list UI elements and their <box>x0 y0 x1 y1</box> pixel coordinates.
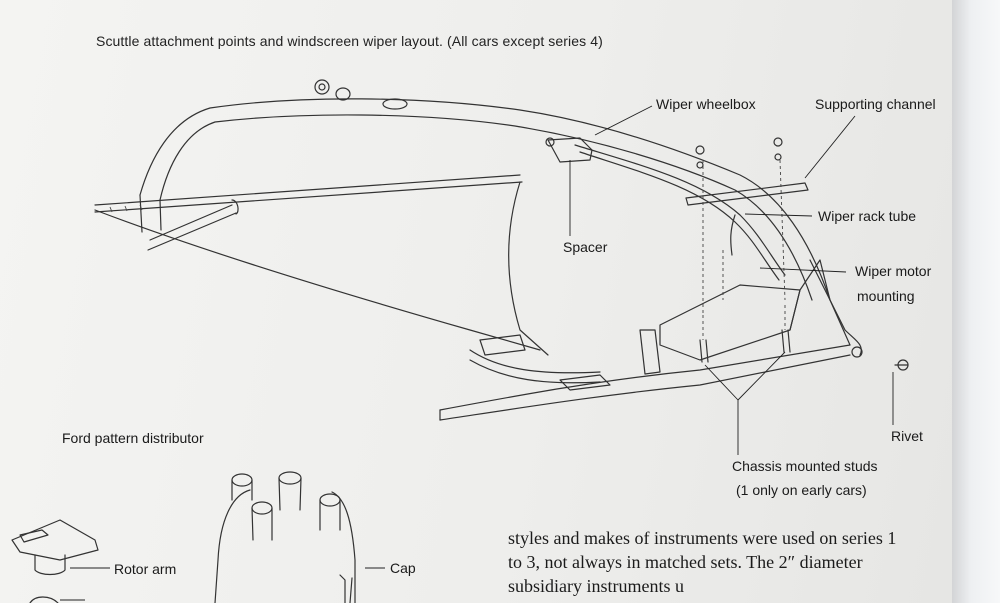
wiper-wheelbox <box>547 137 593 163</box>
support-rod <box>147 199 239 251</box>
scuttle-left-edge <box>139 194 162 233</box>
label-cap: Cap <box>390 560 416 576</box>
washer <box>335 87 351 101</box>
body-paragraph: styles and makes of instruments were use… <box>508 526 968 598</box>
bracket <box>479 334 526 356</box>
wiper-rack-tube <box>574 144 786 276</box>
distributor-title: Ford pattern distributor <box>62 430 204 446</box>
scuttle-side-panel <box>508 181 549 356</box>
label-wiper-wheelbox: Wiper wheelbox <box>656 96 756 112</box>
bolt <box>382 98 408 110</box>
label-spacer: Spacer <box>563 239 608 255</box>
label-rivet: Rivet <box>891 428 923 444</box>
body-line-1: styles and makes of instruments were use… <box>508 528 897 548</box>
stud <box>781 329 791 353</box>
supporting-channel <box>685 182 809 206</box>
page-gutter <box>952 0 1000 603</box>
body-line-2: to 3, not always in matched sets. The 2″… <box>508 552 863 572</box>
bracket-hole <box>851 346 863 358</box>
label-wiper-motor: Wiper motor <box>855 263 932 279</box>
label-wiper-rack-tube: Wiper rack tube <box>818 208 917 224</box>
chassis-rail <box>439 344 851 421</box>
label-rotor-arm: Rotor arm <box>114 561 177 577</box>
stud <box>699 339 709 363</box>
scuttle-lower-edge <box>94 209 541 351</box>
cap-drawing <box>214 489 356 603</box>
scuttle-inner-edge <box>159 114 813 301</box>
figure-caption: Scuttle attachment points and windscreen… <box>96 33 603 49</box>
book-page <box>0 0 952 603</box>
motor-mounting-plate <box>659 284 801 361</box>
body-line-3: subsidiary instruments u <box>508 576 684 596</box>
nut <box>314 79 330 95</box>
label-chassis-studs: Chassis mounted studs <box>732 458 878 474</box>
label-early-cars: (1 only on early cars) <box>736 482 867 498</box>
label-mounting: mounting <box>857 288 915 304</box>
scuttle-flange <box>94 174 523 213</box>
scuttle-outline-top <box>139 98 851 346</box>
rotor-arm-drawing <box>11 519 99 561</box>
label-supporting-channel: Supporting channel <box>815 96 936 112</box>
